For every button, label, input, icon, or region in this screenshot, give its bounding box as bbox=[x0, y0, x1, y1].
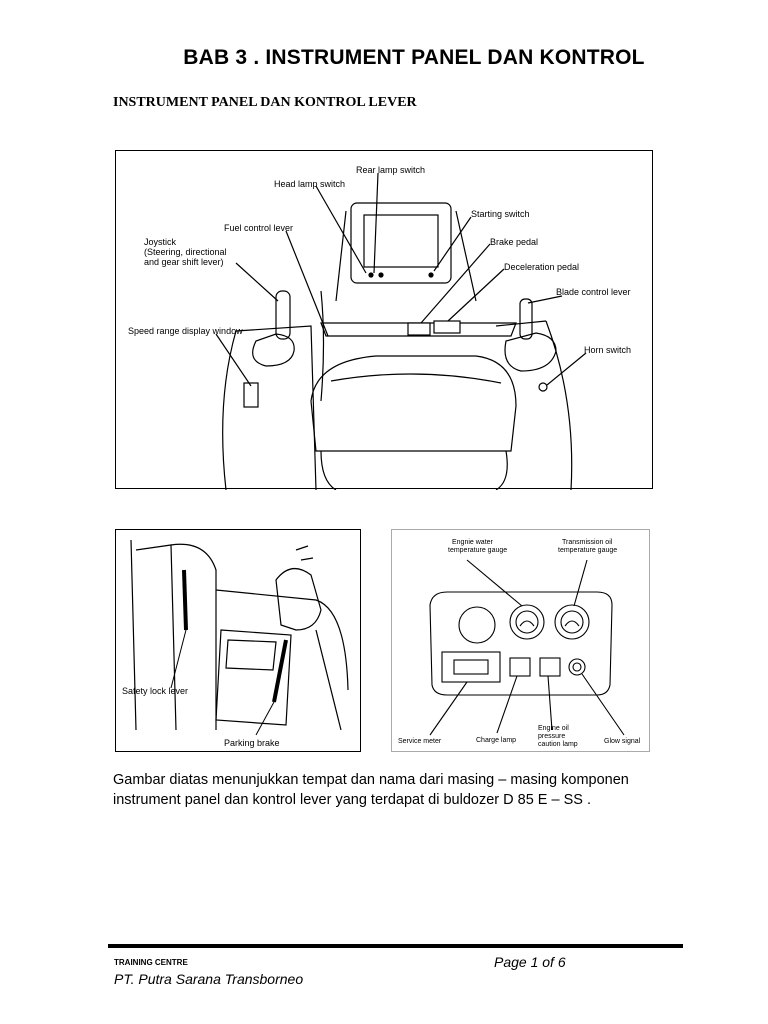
brake-levers-diagram: Safety lock lever Parking brake bbox=[122, 539, 349, 748]
label-trans-oil-line1: Transmission oil bbox=[562, 539, 613, 546]
label-joystick-line3: and gear shift lever) bbox=[144, 257, 224, 267]
page-title: BAB 3 . INSTRUMENT PANEL DAN KONTROL bbox=[183, 46, 645, 69]
footer-divider bbox=[108, 944, 683, 948]
label-water-temp-line2: temperature gauge bbox=[448, 547, 507, 554]
section-subtitle: INSTRUMENT PANEL DAN KONTROL LEVER bbox=[113, 95, 417, 110]
label-brake-pedal: Brake pedal bbox=[490, 237, 538, 247]
brake-levers-figure: Safety lock lever Parking brake bbox=[115, 529, 361, 752]
label-water-temp-line1: Engnie water bbox=[452, 539, 494, 546]
label-blade-control-lever: Blade control lever bbox=[556, 287, 631, 297]
label-engine-oil-line2: pressure bbox=[538, 733, 565, 740]
monitor-screen-shape bbox=[363, 214, 439, 268]
blade-lever-shape bbox=[519, 298, 533, 340]
brake-pedal-shape bbox=[407, 322, 431, 336]
trans-oil-gauge-shape bbox=[554, 604, 590, 640]
service-meter-shape bbox=[441, 651, 501, 683]
safety-lock-lever-shape bbox=[182, 569, 188, 631]
instrument-panel-figure: Engnie water temperature gauge Transmiss… bbox=[391, 529, 650, 752]
right-armrest-shape bbox=[504, 332, 557, 372]
charge-lamp-shape bbox=[509, 657, 531, 677]
label-horn-switch: Horn switch bbox=[584, 345, 631, 355]
glow-signal-shape bbox=[568, 658, 586, 676]
footer-company: PT. Putra Sarana Transborneo bbox=[114, 971, 304, 987]
label-deceleration-pedal: Deceleration pedal bbox=[504, 262, 579, 272]
panel-body-shape bbox=[429, 591, 613, 696]
rear-panel-shape bbox=[350, 202, 452, 284]
instrument-panel-diagram: Engnie water temperature gauge Transmiss… bbox=[398, 539, 641, 748]
label-joystick-line2: (Steering, directional bbox=[144, 247, 227, 257]
label-glow-signal: Glow signal bbox=[604, 738, 641, 745]
page-number: Page 1 of 6 bbox=[494, 954, 566, 970]
figure-caption: Gambar diatas menunjukkan tempat dan nam… bbox=[113, 772, 629, 808]
parking-brake-shape bbox=[272, 639, 288, 703]
water-temp-gauge-shape bbox=[509, 604, 545, 640]
joystick-shape bbox=[275, 290, 291, 340]
label-engine-oil-line3: caution lamp bbox=[538, 741, 578, 748]
lever-handle-shape bbox=[275, 568, 322, 631]
left-armrest-shape bbox=[252, 333, 295, 367]
label-rear-lamp-switch: Rear lamp switch bbox=[356, 165, 425, 175]
decel-pedal-shape bbox=[433, 320, 461, 334]
label-fuel-control-lever: Fuel control lever bbox=[224, 223, 293, 233]
cab-controls-diagram: Rear lamp switch Head lamp switch Fuel c… bbox=[128, 165, 631, 490]
oil-pressure-lamp-shape bbox=[539, 657, 561, 677]
label-safety-lock-lever: Safety lock lever bbox=[122, 686, 188, 696]
horn-switch-shape bbox=[538, 382, 548, 392]
label-starting-switch: Starting switch bbox=[471, 209, 530, 219]
label-parking-brake: Parking brake bbox=[224, 738, 280, 748]
speed-window-shape bbox=[243, 382, 259, 408]
label-speed-range-display-window: Speed range display window bbox=[128, 326, 243, 336]
label-engine-oil-line1: Engine oil bbox=[538, 725, 569, 732]
label-service-meter: Service meter bbox=[398, 738, 442, 745]
label-trans-oil-line2: temperature gauge bbox=[558, 547, 617, 554]
label-head-lamp-switch: Head lamp switch bbox=[274, 179, 345, 189]
cab-controls-figure: Rear lamp switch Head lamp switch Fuel c… bbox=[115, 150, 653, 490]
label-charge-lamp: Charge lamp bbox=[476, 737, 516, 744]
label-joystick-line1: Joystick bbox=[144, 237, 177, 247]
blank-plug-shape bbox=[458, 606, 496, 644]
footer-training-centre: TRAINING CENTRE bbox=[114, 958, 188, 967]
